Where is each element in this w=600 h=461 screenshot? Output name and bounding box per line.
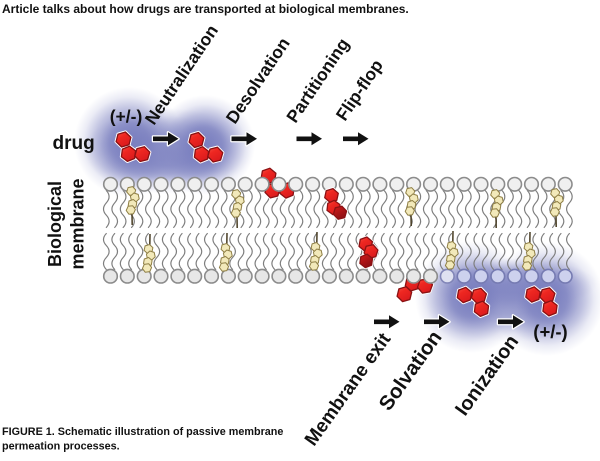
svg-text:drug: drug (53, 133, 95, 154)
svg-text:(+/-): (+/-) (110, 107, 143, 127)
svg-text:Article talks about how drugs: Article talks about how drugs are transp… (2, 2, 409, 16)
svg-text:membrane: membrane (68, 178, 88, 269)
svg-text:FIGURE 1. Schematic illustrati: FIGURE 1. Schematic illustration of pass… (2, 426, 283, 438)
svg-text:Biological: Biological (45, 181, 65, 267)
svg-text:permeation processes.: permeation processes. (2, 441, 120, 453)
svg-text:(+/-): (+/-) (533, 321, 567, 342)
